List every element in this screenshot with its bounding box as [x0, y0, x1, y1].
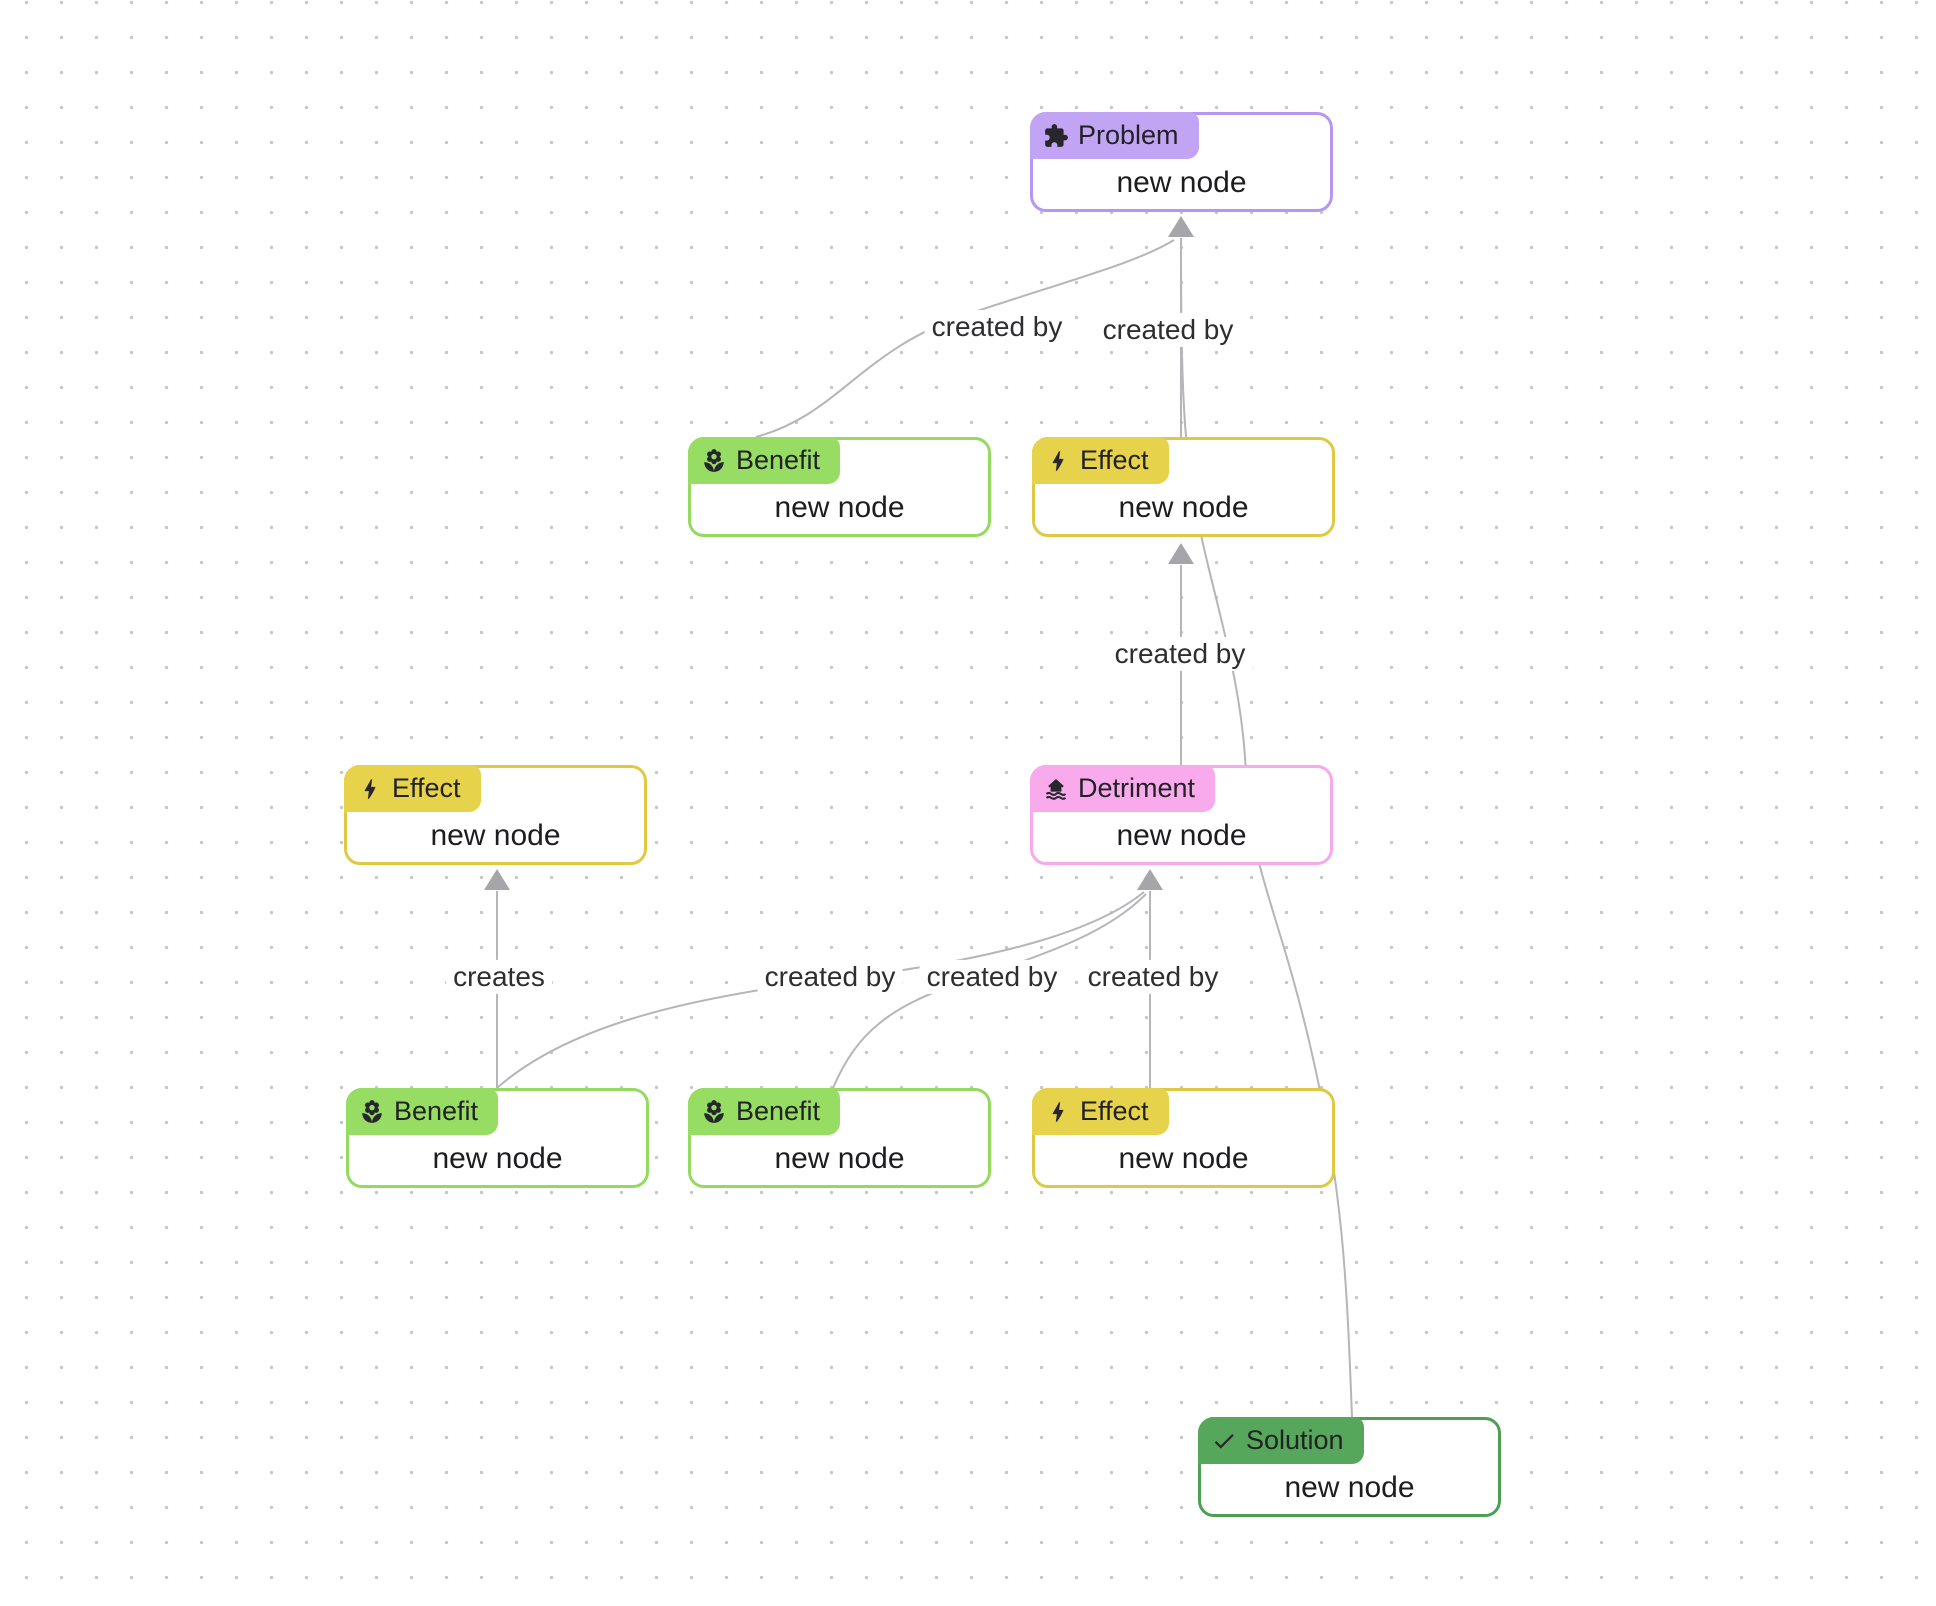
node-type-badge: Effect: [1032, 1088, 1169, 1135]
node-type-badge: Benefit: [688, 1088, 841, 1135]
edge-label[interactable]: created by: [1107, 636, 1253, 672]
node-type-label: Benefit: [736, 445, 821, 475]
node-type-label: Effect: [1080, 1096, 1149, 1126]
edge-label[interactable]: created by: [919, 959, 1065, 995]
node-solution[interactable]: Solution new node: [1198, 1417, 1501, 1517]
node-type-label: Detriment: [1078, 773, 1196, 803]
edge-label[interactable]: created by: [924, 309, 1070, 345]
bolt-icon: [1045, 1099, 1071, 1125]
node-benefit-3[interactable]: Benefit new node: [688, 1088, 991, 1188]
arrowhead-problem: [1168, 216, 1194, 237]
node-type-badge: Solution: [1198, 1417, 1364, 1464]
edge-label[interactable]: created by: [1095, 312, 1241, 348]
check-icon: [1211, 1428, 1237, 1454]
node-type-label: Solution: [1246, 1425, 1344, 1455]
node-title: new node: [430, 819, 561, 852]
node-type-label: Problem: [1078, 120, 1179, 150]
flower-icon: [701, 1099, 727, 1125]
edge-label[interactable]: created by: [757, 959, 903, 995]
node-title: new node: [1116, 166, 1247, 199]
node-detriment[interactable]: Detriment new node: [1030, 765, 1333, 865]
node-type-label: Effect: [1080, 445, 1149, 475]
node-type-badge: Effect: [344, 765, 481, 812]
node-type-badge: Benefit: [346, 1088, 499, 1135]
arrowhead-effect1: [1168, 543, 1194, 564]
node-title: new node: [432, 1142, 563, 1175]
edge-label[interactable]: created by: [1080, 959, 1226, 995]
puzzle-icon: [1043, 123, 1069, 149]
node-effect-2[interactable]: Effect new node: [344, 765, 647, 865]
node-effect-3[interactable]: Effect new node: [1032, 1088, 1335, 1188]
node-type-badge: Problem: [1030, 112, 1199, 159]
arrowhead-detriment: [1137, 869, 1163, 890]
node-benefit-2[interactable]: Benefit new node: [346, 1088, 649, 1188]
bolt-icon: [357, 776, 383, 802]
flood-icon: [1043, 776, 1069, 802]
node-benefit-1[interactable]: Benefit new node: [688, 437, 991, 537]
node-title: new node: [1118, 491, 1249, 524]
node-title: new node: [1116, 819, 1247, 852]
node-type-badge: Effect: [1032, 437, 1169, 484]
flower-icon: [701, 448, 727, 474]
node-problem[interactable]: Problem new node: [1030, 112, 1333, 212]
bolt-icon: [1045, 448, 1071, 474]
node-title: new node: [774, 491, 905, 524]
node-effect-1[interactable]: Effect new node: [1032, 437, 1335, 537]
node-type-label: Benefit: [736, 1096, 821, 1126]
edge-label[interactable]: creates: [446, 959, 552, 995]
node-type-label: Benefit: [394, 1096, 479, 1126]
node-title: new node: [1284, 1471, 1415, 1504]
node-type-badge: Benefit: [688, 437, 841, 484]
arrowhead-effect2: [484, 869, 510, 890]
node-title: new node: [1118, 1142, 1249, 1175]
node-title: new node: [774, 1142, 905, 1175]
flower-icon: [359, 1099, 385, 1125]
node-type-label: Effect: [392, 773, 461, 803]
node-type-badge: Detriment: [1030, 765, 1216, 812]
